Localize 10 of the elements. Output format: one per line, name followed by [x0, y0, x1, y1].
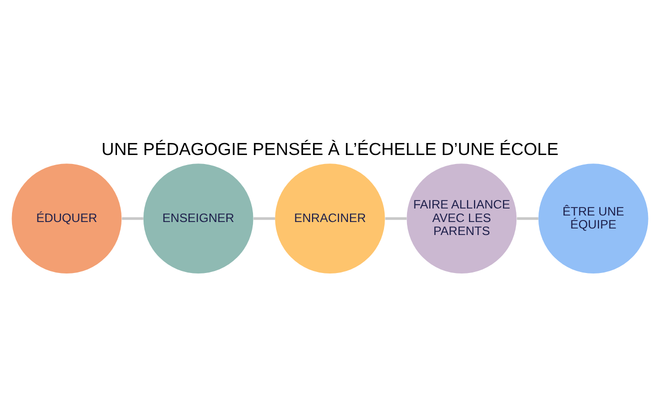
diagram-title: UNE PÉDAGOGIE PENSÉE À L’ÉCHELLE D’UNE ÉCOLE	[102, 138, 558, 158]
connector	[516, 216, 538, 220]
node-circle: ENRACINER	[275, 163, 385, 273]
connector	[254, 216, 275, 220]
node-circle: ÉDUQUER	[12, 163, 122, 273]
node-circle: ÊTRE UNE ÉQUIPE	[538, 163, 648, 273]
connector	[385, 216, 407, 220]
node-circle: ENSEIGNER	[143, 163, 254, 273]
connector	[122, 216, 144, 220]
node-circle: FAIRE ALLIANCE AVEC LES PARENTS	[406, 163, 517, 273]
